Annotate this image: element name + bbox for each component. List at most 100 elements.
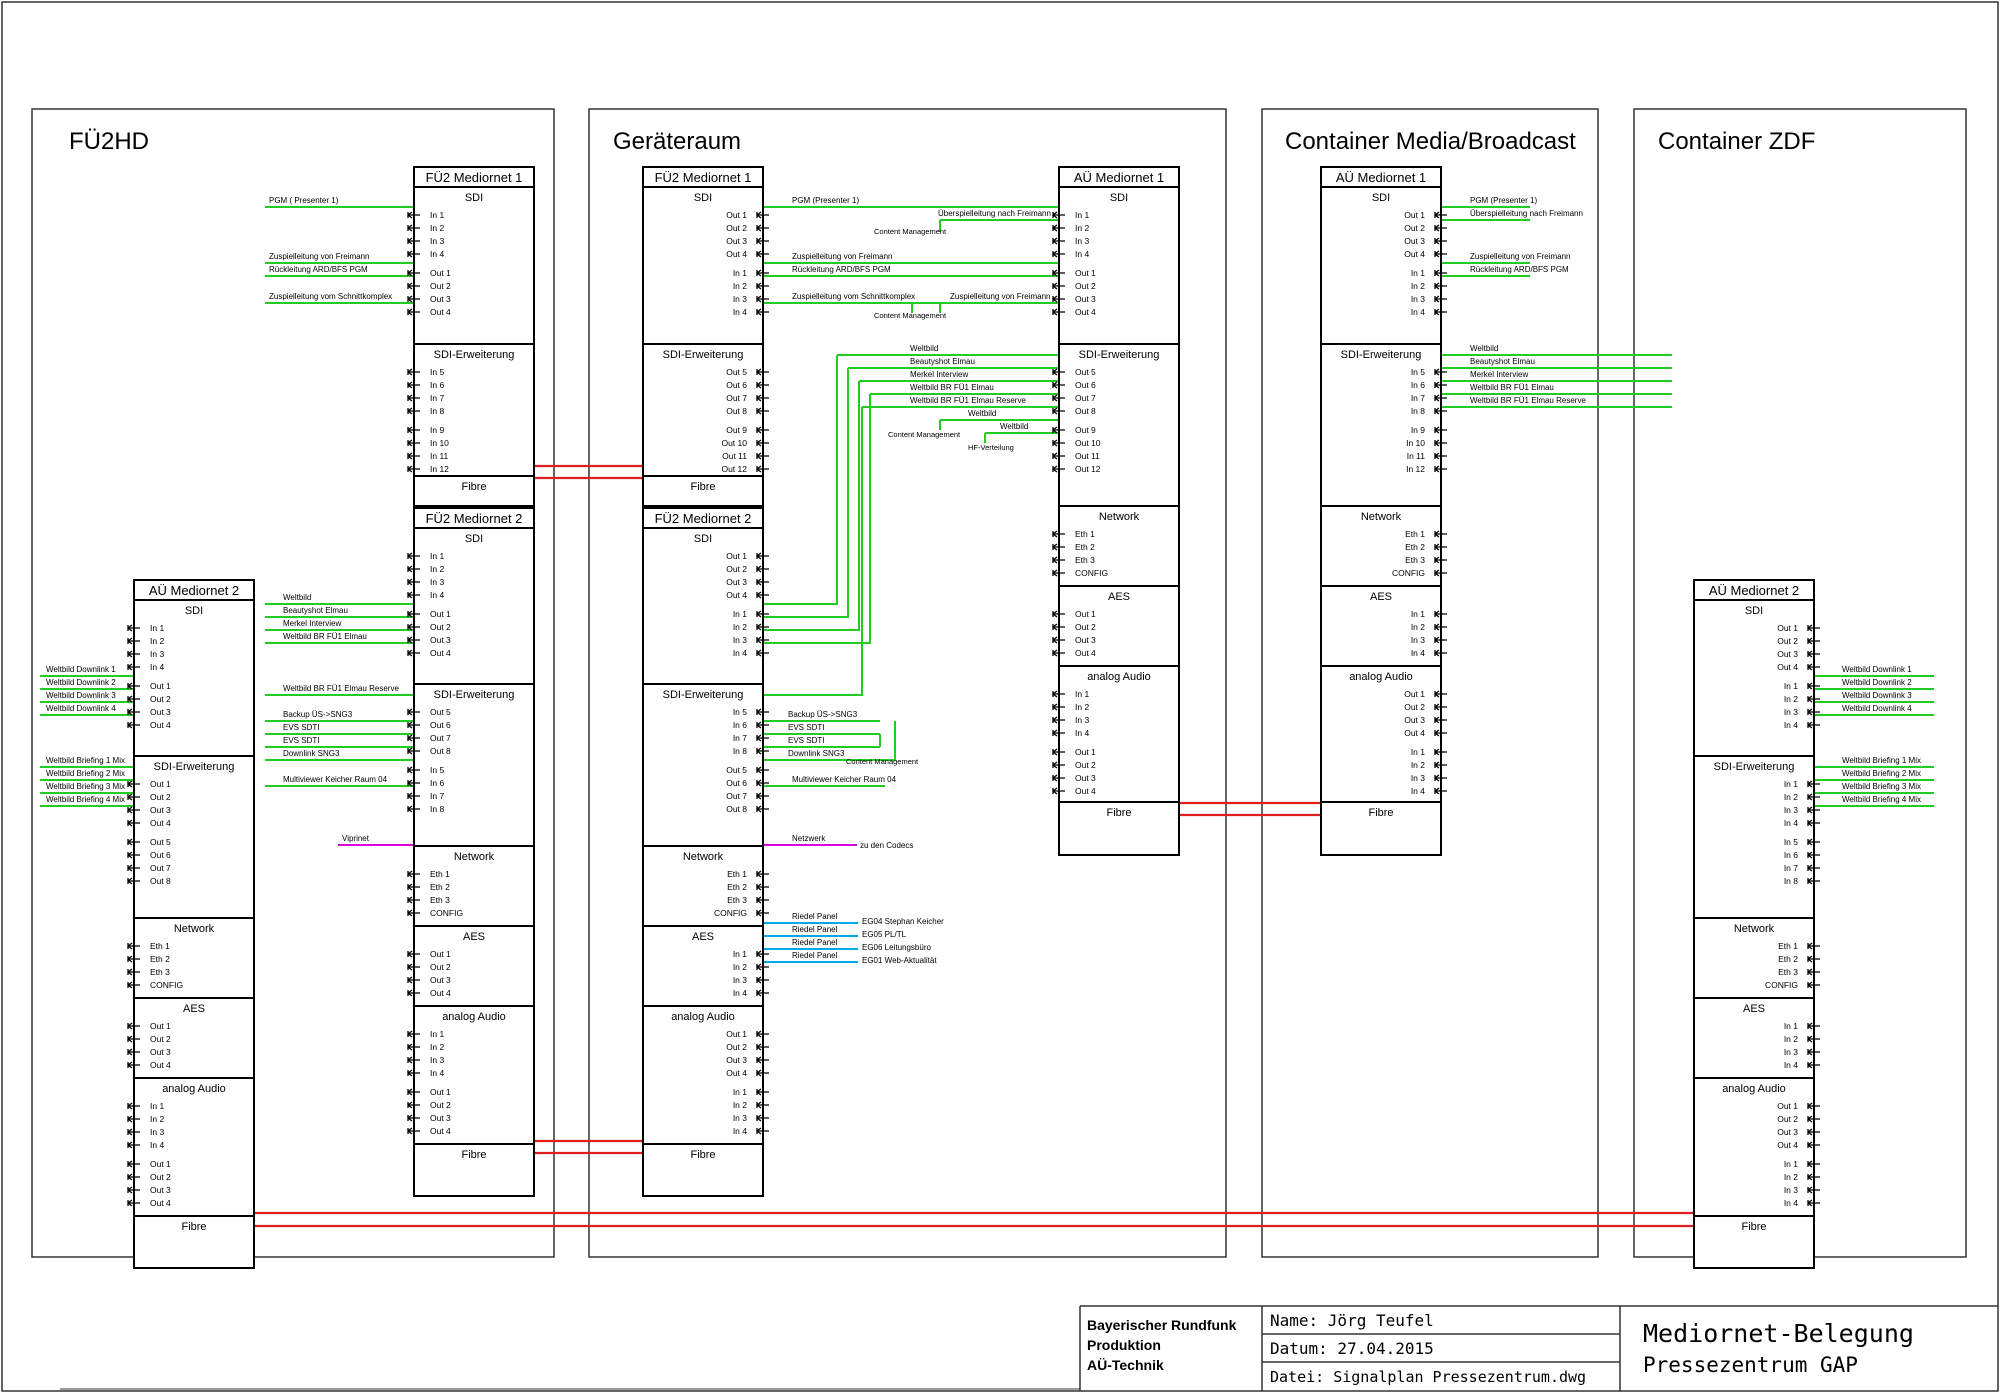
port-label: In 1 (733, 949, 747, 959)
device-section-network (133, 917, 255, 999)
port-connector (1434, 761, 1447, 769)
port-connector (756, 649, 769, 657)
port-connector (1434, 543, 1447, 551)
signal-label: Viprinet (342, 834, 370, 843)
port-label: In 2 (1784, 1034, 1798, 1044)
section-title-network: Network (1361, 511, 1402, 523)
port-label: Out 3 (726, 1055, 747, 1065)
device-section-fibre (1693, 1215, 1815, 1269)
signal-label: Riedel Panel (792, 925, 838, 934)
port-label: Out 8 (726, 406, 747, 416)
port-label: Out 2 (726, 1042, 747, 1052)
port-label: Out 9 (1075, 425, 1096, 435)
port-label: In 4 (1411, 648, 1425, 658)
port-label: Eth 1 (1778, 941, 1798, 951)
device-section-aes (413, 925, 535, 1007)
port-connector (127, 1102, 140, 1110)
port-connector (1434, 787, 1447, 795)
port-connector (1807, 637, 1820, 645)
port-connector (756, 591, 769, 599)
signal-label: Weltbild (910, 344, 938, 353)
section-title-analog: analog Audio (1087, 671, 1151, 683)
port-label: In 1 (733, 268, 747, 278)
signal-line (763, 407, 863, 696)
port-connector (407, 805, 420, 813)
port-connector (1052, 237, 1065, 245)
port-connector (756, 747, 769, 755)
section-title-analog: analog Audio (1349, 671, 1413, 683)
signal-label: Netzwerk (792, 834, 826, 843)
signal-label: Überspielleitung nach Freimann (1470, 209, 1583, 218)
device-title: FÜ2 Mediornet 1 (426, 170, 523, 185)
port-connector (756, 237, 769, 245)
port-label: In 4 (733, 648, 747, 658)
signal-label: zu den Codecs (860, 841, 913, 850)
port-label: Out 4 (150, 720, 171, 730)
port-label: Out 1 (1777, 1101, 1798, 1111)
port-label: Out 1 (1404, 210, 1425, 220)
port-label: In 3 (430, 577, 444, 587)
signal-label: Content Management (874, 311, 947, 320)
port-connector (1807, 1160, 1820, 1168)
port-label: In 1 (150, 1101, 164, 1111)
port-label: Eth 2 (727, 882, 747, 892)
port-label: CONFIG (1765, 980, 1798, 990)
signal-label: Weltbild BR FÜ1 Elmau Reserve (910, 396, 1026, 405)
port-label: In 3 (1784, 707, 1798, 717)
port-connector (407, 211, 420, 219)
port-label: In 3 (1411, 294, 1425, 304)
port-label: Out 2 (150, 1172, 171, 1182)
signal-label: Backup ÜS->SNG3 (283, 710, 353, 719)
port-label: Out 5 (1075, 367, 1096, 377)
port-label: In 3 (733, 1113, 747, 1123)
port-label: Out 3 (430, 294, 451, 304)
port-connector (1434, 439, 1447, 447)
port-label: Out 10 (721, 438, 747, 448)
port-label: Out 4 (726, 590, 747, 600)
port-connector (127, 1061, 140, 1069)
section-title-sdi_ext: SDI-Erweiterung (154, 761, 235, 773)
port-label: In 2 (733, 281, 747, 291)
signal-label: EVS SDTI (788, 736, 824, 745)
port-connector (756, 721, 769, 729)
port-label: In 1 (1784, 681, 1798, 691)
port-connector (127, 838, 140, 846)
port-connector (1807, 650, 1820, 658)
port-label: In 2 (1784, 694, 1798, 704)
port-connector (756, 805, 769, 813)
port-label: Out 2 (150, 1034, 171, 1044)
port-connector (756, 394, 769, 402)
port-label: Out 3 (150, 1185, 171, 1195)
port-label: In 1 (430, 1029, 444, 1039)
port-connector (756, 465, 769, 473)
port-label: Out 3 (1075, 773, 1096, 783)
port-connector (1807, 1128, 1820, 1136)
port-label: Out 4 (430, 307, 451, 317)
signal-label: Rückleitung ARD/BFS PGM (792, 265, 891, 274)
port-label: Out 7 (430, 733, 451, 743)
port-label: In 8 (1411, 406, 1425, 416)
port-connector (1807, 721, 1820, 729)
port-label: In 4 (1411, 786, 1425, 796)
port-label: In 10 (1406, 438, 1425, 448)
signal-label: Beautyshot Elmau (1470, 357, 1535, 366)
port-label: In 3 (150, 1127, 164, 1137)
port-label: Out 12 (1075, 464, 1101, 474)
port-label: In 1 (1411, 609, 1425, 619)
device-section-sdi_ext (642, 683, 764, 847)
port-connector (127, 1173, 140, 1181)
port-connector (756, 578, 769, 586)
port-connector (756, 792, 769, 800)
port-label: Out 1 (430, 949, 451, 959)
port-connector (1807, 1035, 1820, 1043)
port-connector (756, 282, 769, 290)
port-label: In 4 (1784, 720, 1798, 730)
section-title-network: Network (683, 851, 724, 863)
org-line: AÜ-Technik (1087, 1357, 1164, 1373)
port-connector (1052, 224, 1065, 232)
section-title-sdi_ext: SDI-Erweiterung (434, 689, 515, 701)
port-connector (407, 636, 420, 644)
port-label: Eth 3 (727, 895, 747, 905)
port-connector (1807, 708, 1820, 716)
device-section-sdi (642, 186, 764, 345)
